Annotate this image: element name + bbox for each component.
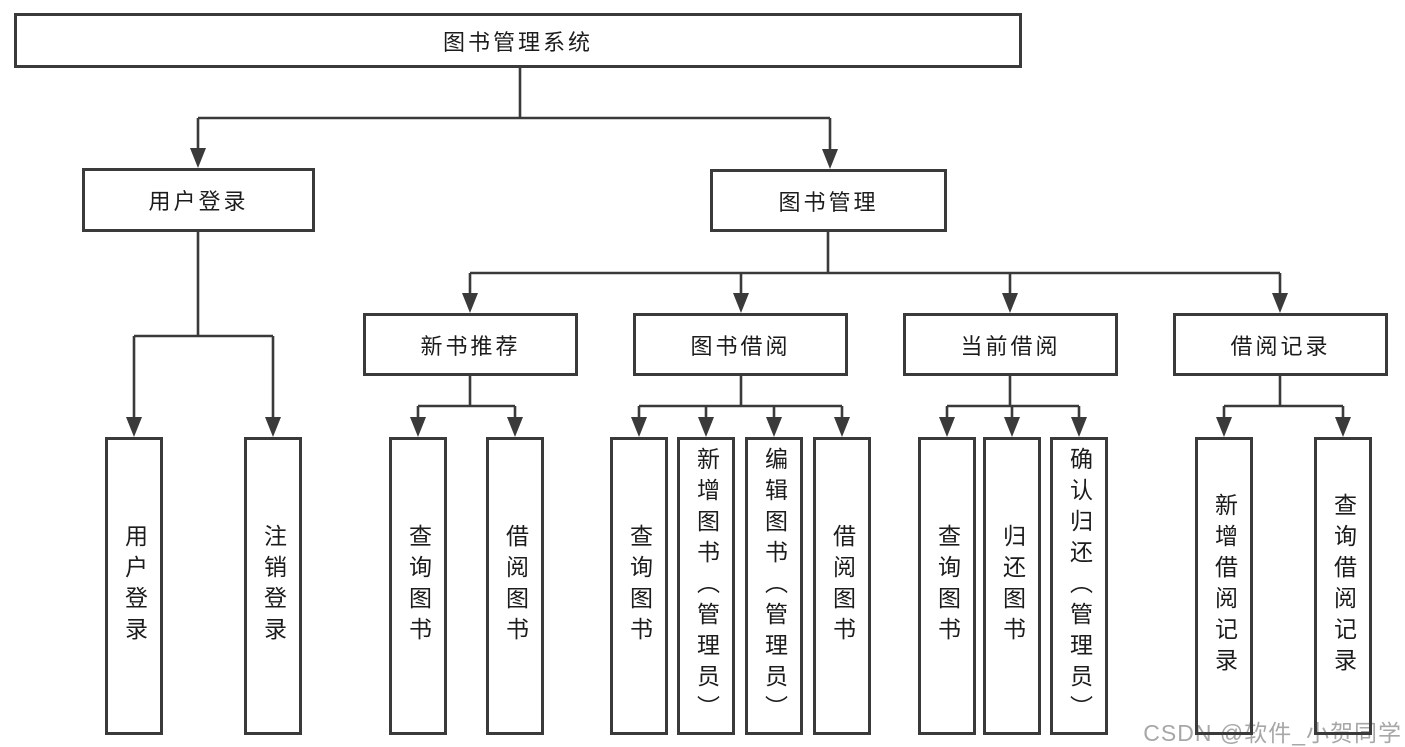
node-book-borrowing: 图书借阅 [633,313,848,376]
leaf-user-login: 用户登录 [105,437,163,735]
leaf-add-book-admin: 新增图书（管理员） [677,437,735,735]
leaf-return-book: 归还图书 [983,437,1041,735]
node-new-book-recommend: 新书推荐 [363,313,578,376]
leaf-add-borrow-record: 新增借阅记录 [1195,437,1253,735]
node-borrowing-records: 借阅记录 [1173,313,1388,376]
leaf-confirm-return-admin: 确认归还（管理员） [1050,437,1108,735]
leaf-query-books-current: 查询图书 [918,437,976,735]
leaf-logout: 注销登录 [244,437,302,735]
leaf-borrow-books-recommend: 借阅图书 [486,437,544,735]
node-user-login-module: 用户登录 [82,168,315,232]
leaf-query-books-borrowing: 查询图书 [610,437,668,735]
node-book-management-module: 图书管理 [710,169,947,232]
leaf-query-borrow-record: 查询借阅记录 [1314,437,1372,735]
node-current-borrowing: 当前借阅 [903,313,1118,376]
leaf-edit-book-admin: 编辑图书（管理员） [745,437,803,735]
leaf-query-books-recommend: 查询图书 [389,437,447,735]
node-library-management-system: 图书管理系统 [14,13,1022,68]
leaf-borrow-books-borrowing: 借阅图书 [813,437,871,735]
